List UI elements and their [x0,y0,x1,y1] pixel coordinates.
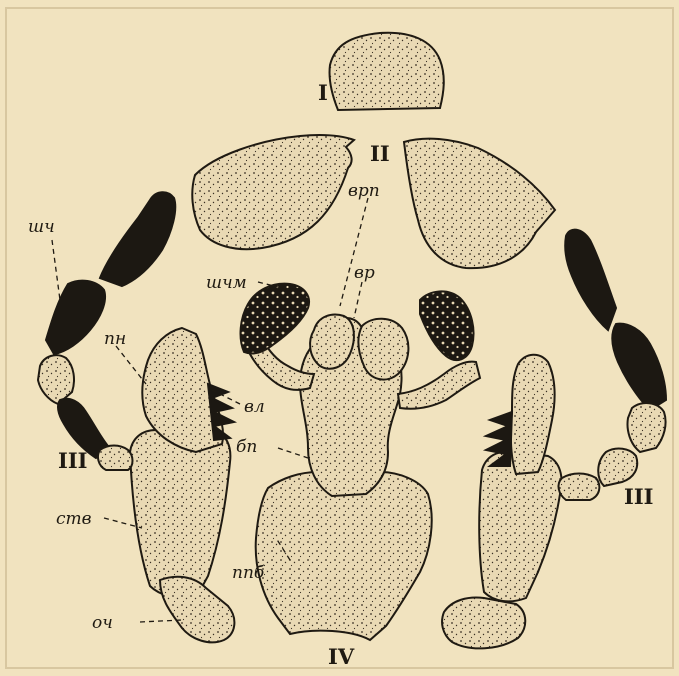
part-three-left-endopod-3 [38,355,74,404]
part-three-right-endopod-2 [612,324,666,410]
part-three-right-endopod-3 [628,403,666,452]
part-three-left-joint [98,446,133,471]
label-stv: ств [56,509,92,529]
part-three-left-endopod-2 [46,281,105,354]
leader-vr [354,282,362,318]
leader-bp [278,448,308,458]
part-four-right-lobe [358,319,408,380]
label-bp: бп [236,437,257,457]
label-roman-three-left: III [58,448,87,473]
label-shchm: шчм [206,273,247,293]
leader-vrp [340,198,368,306]
part-three-right-endopod-1 [565,230,616,330]
part-four-left-palp-tip [241,284,310,354]
label-shch: шч [28,217,55,237]
part-one-plate [329,33,443,110]
label-vl: вл [244,397,265,417]
part-three-right-endopod-4 [598,449,637,486]
leader-pn [116,346,146,384]
label-roman-two: II [370,141,390,166]
part-four-right-palp-tip [420,291,474,360]
label-ppb: ппб [232,563,265,583]
part-four-sternum-base [256,472,432,640]
label-roman-three-right: III [624,484,653,509]
part-three-right-joint [559,474,600,501]
part-four-right-palp [398,362,480,409]
label-pn: пн [104,329,126,349]
label-roman-one: I [318,80,328,105]
part-two-left-mandible [192,135,354,249]
label-och: оч [92,613,113,633]
label-vr: вр [354,263,375,283]
label-vrp: врп [348,181,380,201]
part-four-left-lobe [310,315,354,369]
leader-shch [52,240,60,300]
part-three-right-basal [442,598,525,649]
part-two-right-mandible [404,139,555,269]
part-three-left-basal [160,577,234,643]
label-roman-four: IV [328,644,355,669]
part-three-left-endopod-1 [100,192,175,286]
part-three-left-protopod [130,430,230,599]
